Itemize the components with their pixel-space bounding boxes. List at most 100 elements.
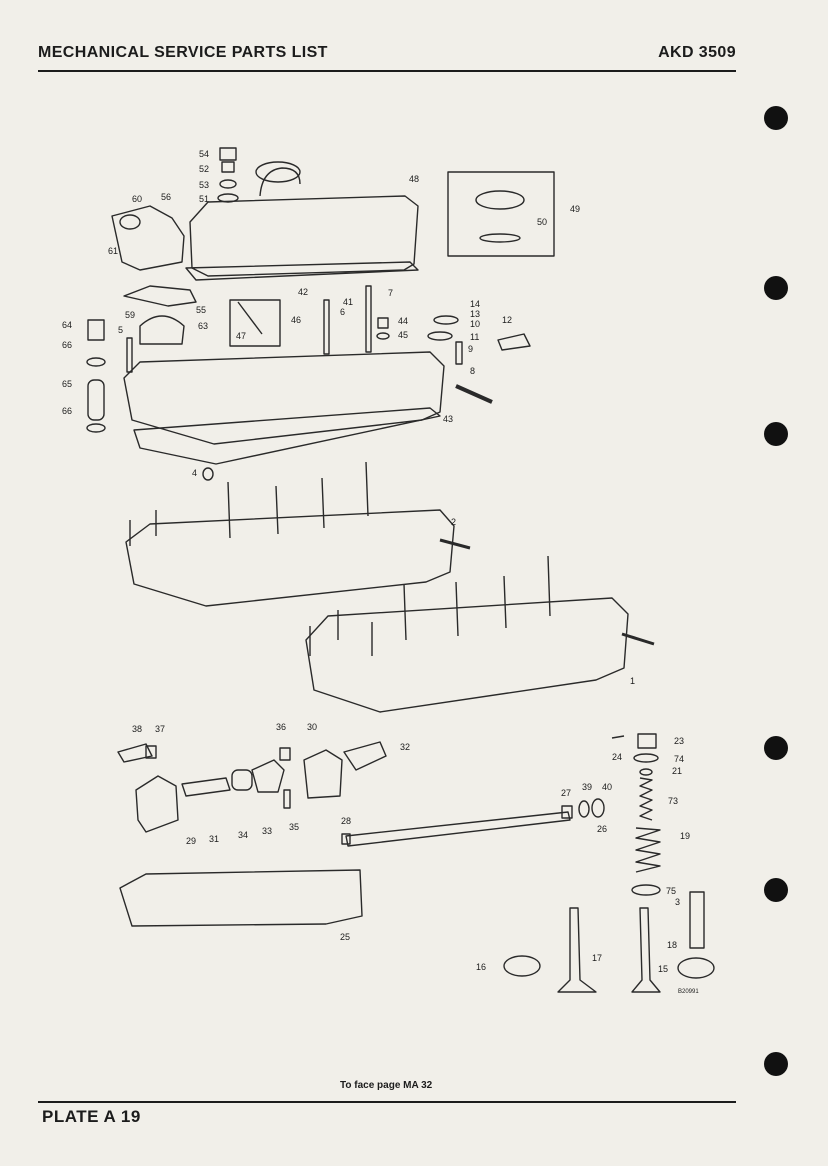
part-number-label: 43: [443, 414, 453, 424]
part-number-label: 39: [582, 782, 592, 792]
water-pipe: [455, 384, 493, 404]
cylinder-head-with-valves: [305, 597, 629, 713]
part-number-label: 40: [602, 782, 612, 792]
valve-guide: [689, 891, 705, 949]
fixing-nut-44: [377, 317, 389, 329]
page-header: MECHANICAL SERVICE PARTS LIST AKD 3509: [38, 44, 736, 72]
part-number-label: 36: [276, 722, 286, 732]
rocker-shaft-bracket-tapped: [135, 775, 179, 833]
facing-page-note: To face page MA 32: [340, 1080, 433, 1091]
part-number-label: 42: [298, 287, 308, 297]
spring-collar: [633, 753, 659, 763]
hose-clip-upper: [86, 357, 106, 367]
part-number-label: 32: [400, 742, 410, 752]
punch-hole: [764, 106, 788, 130]
part-number-label: 73: [668, 796, 678, 806]
head-studs: [129, 461, 369, 546]
punch-hole: [764, 878, 788, 902]
inset-frame: [447, 171, 555, 257]
part-number-label: 49: [570, 204, 580, 214]
cover-plate: [427, 331, 453, 341]
part-number-label: 66: [62, 340, 72, 350]
part-number-label: 46: [291, 315, 301, 325]
outer-valve-spring: [635, 827, 661, 873]
part-number-label: 55: [196, 305, 206, 315]
inner-valve-spring: [639, 777, 653, 821]
part-number-label: 16: [476, 962, 486, 972]
part-number-label: 17: [592, 953, 602, 963]
collar-circlip: [639, 768, 653, 776]
punch-hole: [764, 736, 788, 760]
exhaust-valve-seat-insert: [503, 955, 541, 977]
plate-label: PLATE A 19: [42, 1107, 141, 1126]
spark-plug: [237, 301, 263, 335]
part-number-label: 63: [198, 321, 208, 331]
part-number-label: 31: [209, 834, 219, 844]
washer-45: [376, 332, 390, 340]
part-number-label: 8: [470, 366, 475, 376]
part-number-label: 51: [199, 194, 209, 204]
thermal-transmitter-adaptor: [119, 214, 141, 230]
part-number-label: 44: [398, 316, 408, 326]
locating-plate: [117, 743, 153, 763]
part-number-label: 28: [341, 816, 351, 826]
rocker-cover: [189, 195, 419, 277]
cup-washer: [221, 161, 235, 173]
header-rule: [38, 70, 736, 72]
part-number-label: 14: [470, 299, 480, 309]
part-number-label: 5: [118, 325, 123, 335]
inset-filler-cap: [475, 190, 525, 210]
part-number-label: 66: [62, 406, 72, 416]
tab-washer: [433, 315, 459, 325]
valve-packing-shroud: [631, 884, 661, 896]
valves-head-pipe: [621, 632, 655, 646]
by-pass-hose: [87, 379, 105, 421]
part-number-label: 25: [340, 932, 350, 942]
part-number-label: 59: [125, 310, 135, 320]
shaft-plug: [561, 805, 573, 819]
part-number-label: 9: [468, 344, 473, 354]
split-cotter: [611, 735, 625, 739]
rear-pipe: [439, 538, 471, 550]
seal-washer: [219, 179, 237, 189]
rocker-spacer: [231, 769, 253, 791]
page-title: MECHANICAL SERVICE PARTS LIST: [38, 44, 328, 61]
valve-cap: [637, 733, 657, 749]
part-number-label: 60: [132, 194, 142, 204]
water-outlet-elbow: [111, 205, 185, 271]
core-plug-stud: [455, 341, 463, 365]
part-number-label: 56: [161, 192, 171, 202]
cylinder-head-assembled: [123, 351, 445, 445]
part-number-label: 6: [340, 307, 345, 317]
rocker-shaft: [345, 811, 571, 847]
manifold-stud: [126, 337, 133, 373]
rocker-shaft-bracket-front: [303, 749, 343, 799]
part-number-label: 64: [62, 320, 72, 330]
part-number-label: 26: [597, 824, 607, 834]
rocker-spacing-spring: [181, 777, 231, 797]
inset-cap-seal: [479, 233, 521, 243]
part-number-label: 11: [470, 332, 479, 342]
part-number-label: 1: [630, 676, 635, 686]
part-number-label: 74: [674, 754, 684, 764]
part-number-label: 38: [132, 724, 142, 734]
part-number-label: 30: [307, 722, 317, 732]
part-number-label: 24: [612, 752, 622, 762]
part-number-label: 47: [236, 331, 246, 341]
inlet-valve-seat-insert: [677, 957, 715, 979]
punch-hole: [764, 1052, 788, 1076]
exhaust-valve: [557, 907, 597, 993]
water-outlet-joint: [123, 285, 197, 307]
part-number-label: 23: [674, 736, 684, 746]
by-pass-adaptor: [87, 319, 105, 341]
part-number-label: 54: [199, 149, 209, 159]
thermostat: [139, 315, 185, 345]
part-number-label: 27: [561, 788, 571, 798]
drawing-reference: B20991: [678, 989, 699, 995]
plate-screw: [145, 745, 157, 759]
punch-hole: [764, 276, 788, 300]
part-number-label: 19: [680, 831, 690, 841]
rocker-shaft-bracket-plain: [251, 759, 285, 793]
part-number-label: 61: [108, 246, 118, 256]
